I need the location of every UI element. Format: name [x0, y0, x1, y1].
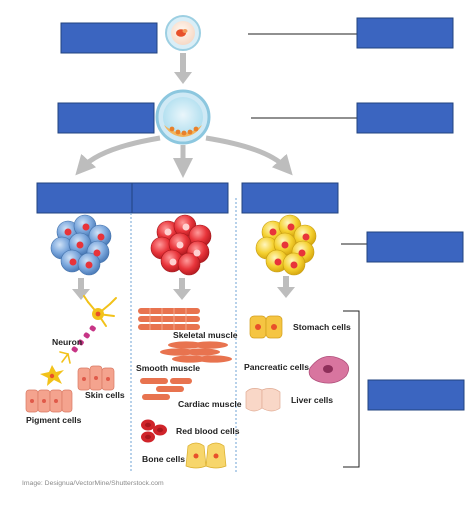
cardiac-muscle-illustration	[140, 378, 192, 400]
ectoderm-cluster	[50, 214, 112, 276]
label-box-blastocyst-right[interactable]	[356, 102, 454, 134]
blastocyst-cell	[155, 89, 211, 145]
label-box-blastocyst[interactable]	[57, 102, 155, 134]
skeletal-muscle-illustration	[138, 308, 200, 330]
label-bone-cells: Bone cells	[142, 454, 185, 464]
label-smooth-muscle: Smooth muscle	[136, 363, 200, 373]
bone-cells-illustration	[185, 442, 227, 469]
label-pigment-cells: Pigment cells	[26, 415, 82, 425]
label-box-endoderm-derivatives[interactable]	[367, 379, 465, 411]
label-box-endoderm-right[interactable]	[366, 231, 464, 263]
skin-cells-illustration	[77, 365, 115, 391]
label-box-endoderm[interactable]	[241, 182, 339, 214]
label-liver-cells: Liver cells	[291, 395, 333, 405]
mesoderm-cluster	[150, 214, 212, 276]
label-box-mesoderm[interactable]	[131, 182, 229, 214]
endoderm-bracket	[343, 310, 360, 468]
label-pancreatic-cells: Pancreatic cells	[244, 362, 309, 372]
pigment-cells-illustration	[25, 389, 73, 413]
label-red-blood-cells: Red blood cells	[176, 426, 240, 436]
smooth-muscle-illustration	[160, 341, 232, 363]
label-neuron: Neuron	[52, 337, 82, 347]
pigment-cell-star	[40, 365, 64, 386]
endoderm-cluster	[255, 214, 317, 276]
label-box-ectoderm[interactable]	[36, 182, 134, 214]
label-box-zygote[interactable]	[60, 22, 158, 54]
liver-cells-illustration	[245, 388, 281, 412]
image-credit: Image: Designua/VectorMine/Shutterstock.…	[22, 480, 164, 487]
arrow-zygote-to-blastocyst	[174, 53, 192, 84]
arrows-to-cell-types	[72, 276, 295, 300]
zygote-cell	[165, 15, 201, 51]
label-stomach-cells: Stomach cells	[293, 322, 351, 332]
label-cardiac-muscle: Cardiac muscle	[178, 399, 242, 409]
neuron-illustration	[59, 295, 117, 364]
label-skeletal-muscle: Skeletal muscle	[173, 330, 238, 340]
label-skin-cells: Skin cells	[85, 390, 125, 400]
red-blood-cells-illustration	[141, 419, 167, 443]
stomach-cells-illustration	[249, 315, 283, 339]
label-box-zygote-right[interactable]	[356, 17, 454, 49]
pancreatic-cells-illustration	[308, 355, 350, 384]
arrows-to-germ-layers	[75, 135, 293, 178]
